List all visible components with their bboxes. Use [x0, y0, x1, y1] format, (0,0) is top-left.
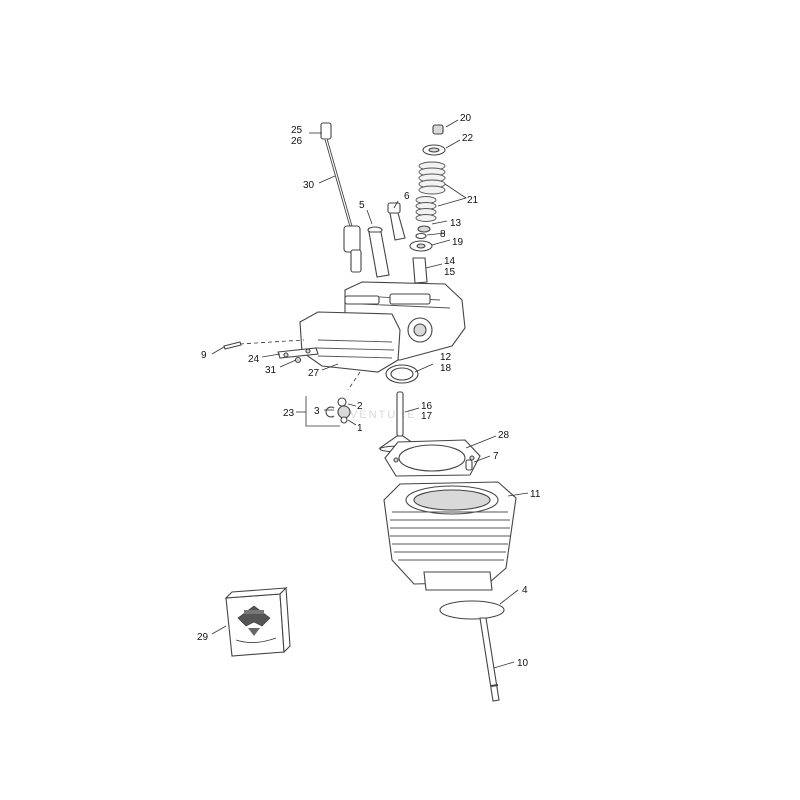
- callout-4: 4: [522, 585, 528, 596]
- callout-3: 3: [314, 406, 320, 417]
- alignment-line-valve: [347, 371, 361, 391]
- callout-22: 22: [462, 133, 474, 144]
- head-gasket: [384, 439, 481, 477]
- cylinder-head: [299, 281, 466, 373]
- base-o-ring: [439, 600, 505, 620]
- bracket-24: [277, 347, 319, 359]
- cylinder: [383, 481, 517, 591]
- callout-19: 19: [452, 237, 464, 248]
- callout-21: 21: [467, 195, 479, 206]
- callout-25: 25: [291, 125, 303, 136]
- callout-29: 29: [197, 632, 209, 643]
- cylinder-stud: [479, 617, 500, 702]
- callout-9: 9: [201, 350, 207, 361]
- callout-18: 18: [440, 363, 452, 374]
- callout-labels: 20 22 21 25 26 30 5 6 13 8 19 14 15 9 24…: [197, 113, 541, 669]
- callout-24: 24: [248, 354, 260, 365]
- callout-30: 30: [303, 180, 315, 191]
- callout-28: 28: [498, 430, 510, 441]
- valve-guide-6: [387, 202, 406, 241]
- valve-seal-ring: [385, 364, 419, 384]
- callout-13: 13: [450, 218, 462, 229]
- gasket-kit-box: [224, 586, 291, 657]
- callout-10: 10: [517, 658, 529, 669]
- callout-27: 27: [308, 368, 320, 379]
- valve-spring-stack: [409, 124, 446, 284]
- callout-15: 15: [444, 267, 456, 278]
- callout-5: 5: [359, 200, 365, 211]
- callout-14: 14: [444, 256, 456, 267]
- pushrod-tube-assembly: [320, 122, 362, 273]
- callout-7: 7: [493, 451, 499, 462]
- callout-31: 31: [265, 365, 277, 376]
- callout-17: 17: [421, 411, 433, 422]
- callout-26: 26: [291, 136, 303, 147]
- callout-2: 2: [357, 401, 363, 412]
- alignment-line-9: [239, 339, 305, 345]
- screw-31: [294, 356, 302, 364]
- callout-8: 8: [440, 229, 446, 240]
- callout-23: 23: [283, 408, 295, 419]
- valve-lash-kit: [305, 396, 351, 427]
- callout-6: 6: [404, 191, 410, 202]
- valve-guide-5: [367, 226, 390, 278]
- callout-1: 1: [357, 423, 363, 434]
- callout-16: 16: [421, 401, 433, 412]
- eagle-logo-icon: [237, 605, 271, 636]
- stud-9: [223, 341, 242, 350]
- callout-11: 11: [530, 489, 541, 500]
- callout-12: 12: [440, 352, 452, 363]
- callout-20: 20: [460, 113, 472, 124]
- dowel-pin: [465, 459, 473, 471]
- leader-lines: [211, 119, 529, 669]
